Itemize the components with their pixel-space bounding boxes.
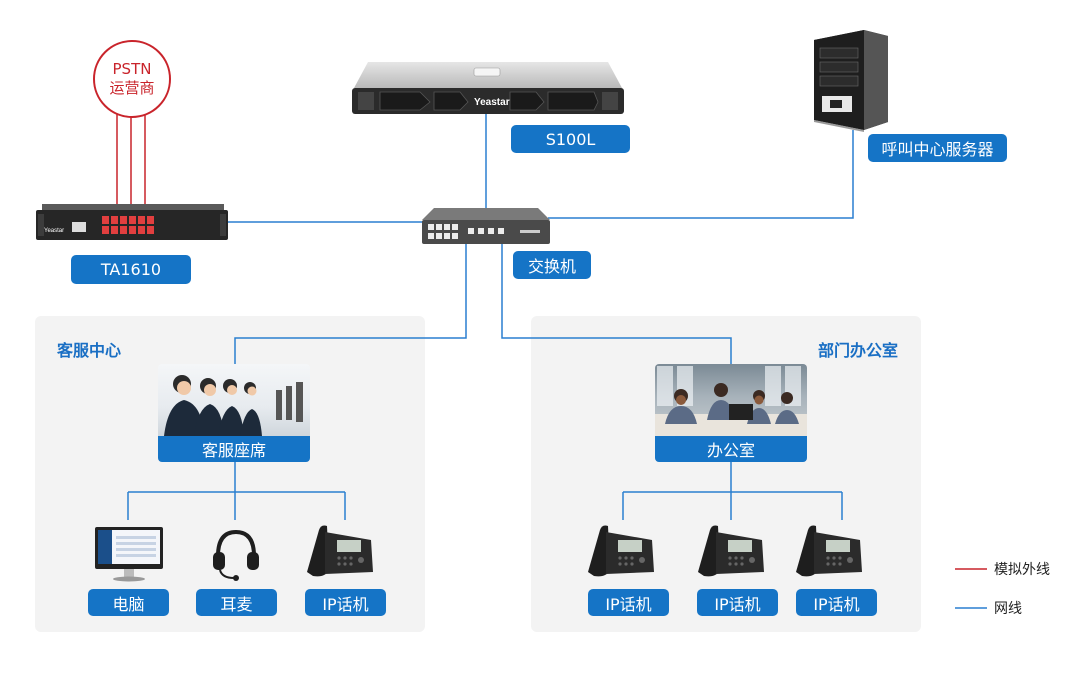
s100l-server-icon: Yeastar xyxy=(352,62,624,114)
s100l-brand: Yeastar xyxy=(474,97,510,108)
headset-icon xyxy=(213,529,259,581)
office-label: 办公室 xyxy=(655,436,807,462)
ta1610-label: TA1610 xyxy=(71,255,191,284)
network-switch-icon xyxy=(422,208,550,244)
endpoint-label-ip-phone: IP话机 xyxy=(305,589,386,616)
ip-phone-icon xyxy=(307,525,373,577)
ip-phone-icon xyxy=(698,525,764,577)
call-center-server-label: 呼叫中心服务器 xyxy=(868,134,1007,162)
pstn-subtitle: 运营商 xyxy=(109,79,155,97)
office-endpoint-label-3: IP话机 xyxy=(796,589,877,616)
s100l-label: S100L xyxy=(511,125,630,153)
ip-phone-icon xyxy=(588,525,654,577)
office-endpoint-label-1: IP话机 xyxy=(588,589,669,616)
legend-analog-label: 模拟外线 xyxy=(994,562,1050,578)
ta1610-gateway-icon: Yeastar xyxy=(36,204,228,240)
legend-network-label: 网线 xyxy=(994,601,1022,617)
switch-label: 交换机 xyxy=(513,251,591,279)
ta1610-brand: Yeastar xyxy=(44,228,64,234)
tower-server-icon xyxy=(814,30,888,132)
computer-icon xyxy=(95,527,163,582)
endpoint-label-headset: 耳麦 xyxy=(196,589,277,616)
ip-phone-icon xyxy=(796,525,862,577)
department-office-title: 部门办公室 xyxy=(818,341,899,360)
endpoint-label-computer: 电脑 xyxy=(88,589,169,616)
agent-seats-label: 客服座席 xyxy=(158,436,310,462)
pstn-title: PSTN xyxy=(112,60,152,78)
service-center-title: 客服中心 xyxy=(57,341,122,360)
agent-seats-photo xyxy=(158,364,310,436)
pstn-carrier-node: PSTN 运营商 xyxy=(93,40,171,118)
office-photo xyxy=(655,364,807,436)
office-endpoint-label-2: IP话机 xyxy=(697,589,778,616)
